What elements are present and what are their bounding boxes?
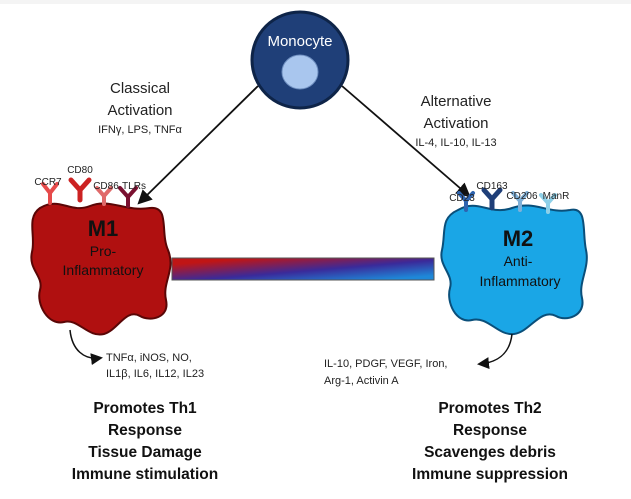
m1-macrophage: CD80 CCR7 CD86 TLRs M1 Pro- Inflammatory (30, 165, 172, 336)
m1-receptor-label: CD86 (93, 181, 119, 192)
polarization-gradient-bar (171, 257, 435, 281)
monocyte-label: Monocyte (267, 33, 332, 50)
m2-macrophage: CD163 CD23 CD206 ManR M2 Anti- Inflammat… (440, 181, 588, 336)
classical-title-1: Classical (110, 80, 170, 97)
m2-name: M2 (503, 226, 534, 251)
alternative-arrow (341, 85, 471, 198)
m1-desc-2: Inflammatory (63, 262, 144, 278)
ccr7-receptor-icon (41, 182, 59, 205)
m2-function-line: Immune suppression (412, 466, 568, 483)
m2-receptor-label: CD23 (449, 193, 475, 204)
cd80-receptor-icon (68, 177, 92, 203)
m2-desc-2: Inflammatory (480, 273, 561, 289)
m1-function-line: Response (107, 422, 183, 439)
tlr-receptor-icon (118, 186, 138, 208)
m2-function-line: Scavenges debris (424, 444, 556, 461)
m1-desc-1: Pro- (90, 243, 117, 259)
alternative-title-2: Activation (423, 115, 488, 132)
m2-receptor-label: CD163 (476, 181, 508, 192)
cd206-receptor-icon (511, 191, 529, 212)
m2-functions: Promotes Th2 Response Scavenges debris I… (380, 398, 600, 486)
manr-receptor-icon (539, 193, 557, 214)
cd86-receptor-icon (95, 186, 113, 206)
m2-receptor-label: CD206 (506, 191, 538, 202)
m2-desc-1: Anti- (504, 253, 533, 269)
m1-functions: Promotes Th1 Response Tissue Damage Immu… (40, 398, 250, 486)
m1-function-line: Immune stimulation (71, 466, 219, 483)
m1-name: M1 (88, 216, 119, 241)
classical-arrow (137, 85, 259, 205)
m2-secretions-2: Arg-1, Activin A (324, 375, 399, 387)
alternative-title-1: Alternative (421, 93, 492, 110)
cd23-receptor-icon (457, 191, 475, 212)
m1-function-line: Tissue Damage (88, 444, 202, 461)
classical-title-2: Activation (107, 102, 172, 119)
m1-receptor-label: TLRs (122, 181, 146, 192)
m2-function-line: Response (452, 422, 528, 439)
m2-receptor-label: ManR (543, 191, 570, 202)
classical-stimuli: IFNγ, LPS, TNFα (98, 124, 182, 136)
m2-secretions-1: IL-10, PDGF, VEGF, Iron, (324, 358, 448, 370)
m1-function-line: Promotes Th1 (93, 400, 197, 417)
m1-secretion-arrow (69, 329, 103, 366)
m1-secretions-1: TNFα, iNOS, NO, (106, 352, 192, 364)
top-divider (0, 0, 631, 4)
cd163-receptor-icon (481, 187, 503, 211)
m2-function-line: Promotes Th2 (438, 400, 542, 417)
monocyte-cell: Monocyte (250, 10, 350, 110)
m1-receptor-label: CD80 (67, 165, 93, 176)
m1-receptor-label: CCR7 (34, 177, 62, 188)
m1-secretions-2: IL1β, IL6, IL12, IL23 (106, 368, 204, 380)
m2-secretion-arrow (477, 333, 513, 370)
alternative-stimuli: IL-4, IL-10, IL-13 (415, 137, 496, 149)
